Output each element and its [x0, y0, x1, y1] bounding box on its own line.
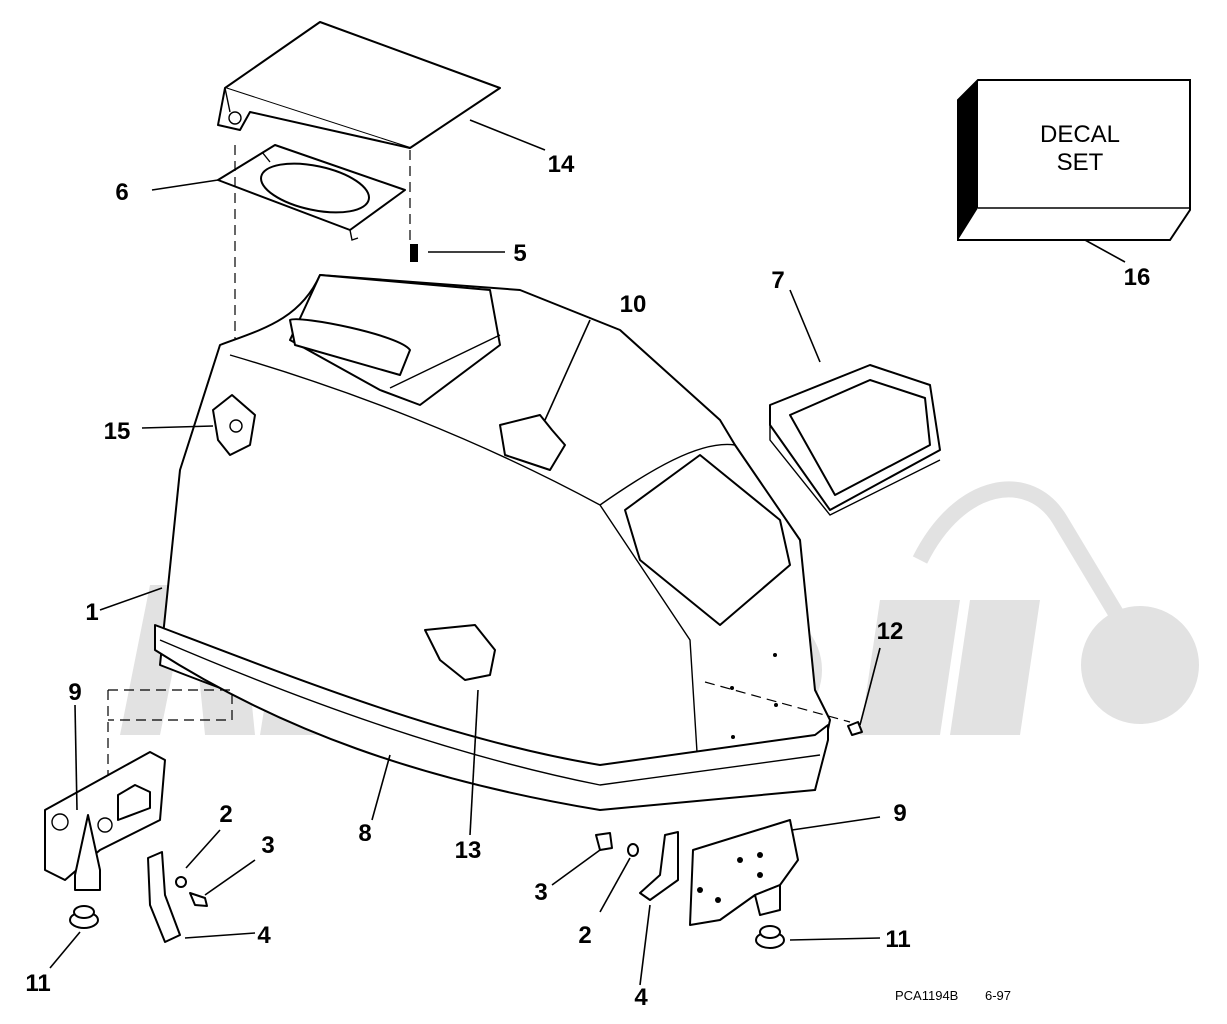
callout-8: 8 — [358, 820, 371, 847]
callout-12: 12 — [877, 618, 904, 645]
part-plug-12 — [847, 721, 863, 736]
part-screw-5 — [410, 244, 418, 262]
part-window-gasket — [769, 364, 941, 516]
callout-13: 13 — [455, 837, 482, 864]
decal-set-line2: SET — [1057, 149, 1104, 176]
reference-code-id: PCA1194B — [895, 988, 958, 1003]
part-motor-cover — [154, 274, 831, 811]
part-grommet-left — [69, 905, 99, 929]
callout-9-right: 9 — [893, 800, 906, 827]
decal-set-box: DECAL SET — [957, 79, 1191, 241]
part-bolt-right — [595, 832, 613, 851]
reference-code-date: 6-97 — [985, 988, 1011, 1003]
leader-lines — [49, 119, 1126, 986]
part-retainer-plate — [217, 144, 406, 241]
callout-14: 14 — [548, 151, 575, 178]
guide-line-screw-12 — [704, 681, 851, 723]
callout-11-left: 11 — [25, 970, 50, 997]
callout-1: 1 — [85, 599, 98, 626]
callout-16: 16 — [1124, 264, 1151, 291]
callout-7: 7 — [771, 267, 784, 294]
callout-3-right: 3 — [534, 879, 547, 906]
reference-code: PCA1194B 6-97 — [895, 988, 1011, 1003]
callout-3-left: 3 — [261, 832, 274, 859]
callout-6: 6 — [115, 179, 128, 206]
part-grommet-right — [755, 925, 785, 949]
part-washer-left — [175, 876, 187, 888]
part-clip-right — [639, 831, 679, 901]
callout-4-right: 4 — [634, 984, 648, 1011]
part-bracket-right — [689, 819, 799, 926]
part-top-cover — [217, 21, 501, 149]
callout-labels: 1 2 2 3 3 4 4 5 6 7 8 9 9 10 11 11 12 13… — [25, 151, 1150, 1011]
part-clip-left — [147, 851, 181, 943]
part-decal-pad-10 — [499, 414, 566, 471]
decal-set-line1: DECAL — [1040, 121, 1120, 148]
callout-4-left: 4 — [257, 922, 271, 949]
part-decal-pad-13 — [424, 624, 496, 681]
callout-5: 5 — [513, 240, 526, 267]
callout-15: 15 — [104, 418, 131, 445]
callout-2-left: 2 — [219, 801, 232, 828]
part-bracket-left — [44, 751, 166, 891]
callout-9-left: 9 — [68, 679, 81, 706]
callout-11-right: 11 — [885, 926, 910, 953]
part-knob-15 — [212, 394, 256, 456]
part-bolt-left — [189, 892, 208, 907]
part-washer-right — [627, 843, 639, 857]
callout-2-right: 2 — [578, 922, 591, 949]
callout-10: 10 — [620, 291, 647, 318]
guide-line-lower-left — [107, 689, 233, 780]
